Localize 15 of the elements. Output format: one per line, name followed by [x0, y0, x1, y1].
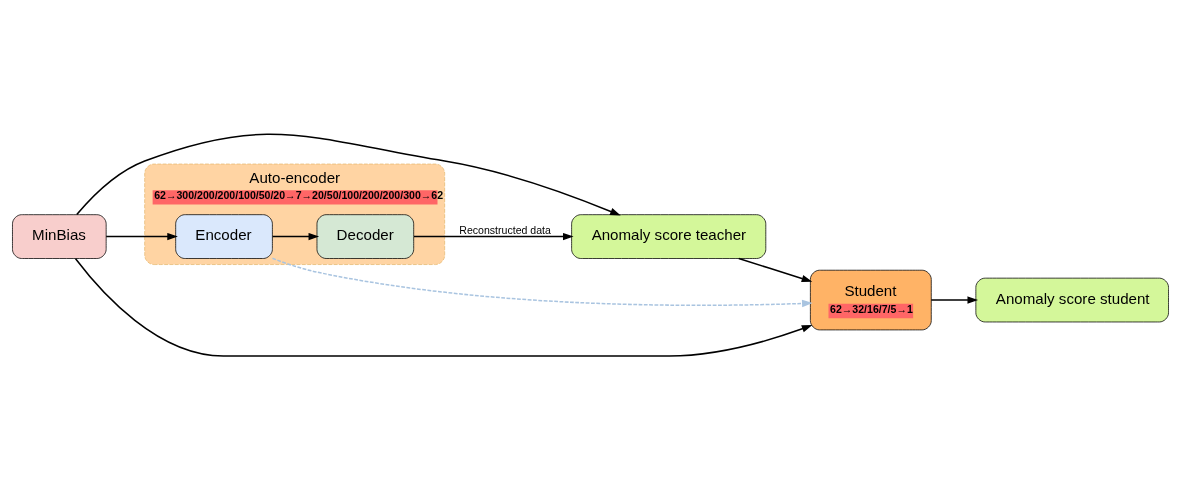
arrow: [413, 232, 574, 240]
edge-label: Reconstructed data: [459, 223, 551, 236]
node-box: Student 62→32/16/7/5→1: [810, 269, 932, 330]
node-box: MinBias: [12, 213, 107, 259]
arrow: [105, 232, 178, 240]
node-box: Anomaly score student: [975, 277, 1169, 322]
arrow: [738, 257, 813, 282]
node-box: Encoder: [175, 213, 273, 259]
arrow: [271, 232, 320, 240]
arrow: [76, 133, 621, 216]
arrow: [271, 257, 813, 307]
node-box: Anomaly score teacher: [571, 213, 767, 259]
arrow: [930, 295, 979, 304]
arrow: [74, 257, 813, 357]
node-box: Decoder: [316, 213, 415, 259]
